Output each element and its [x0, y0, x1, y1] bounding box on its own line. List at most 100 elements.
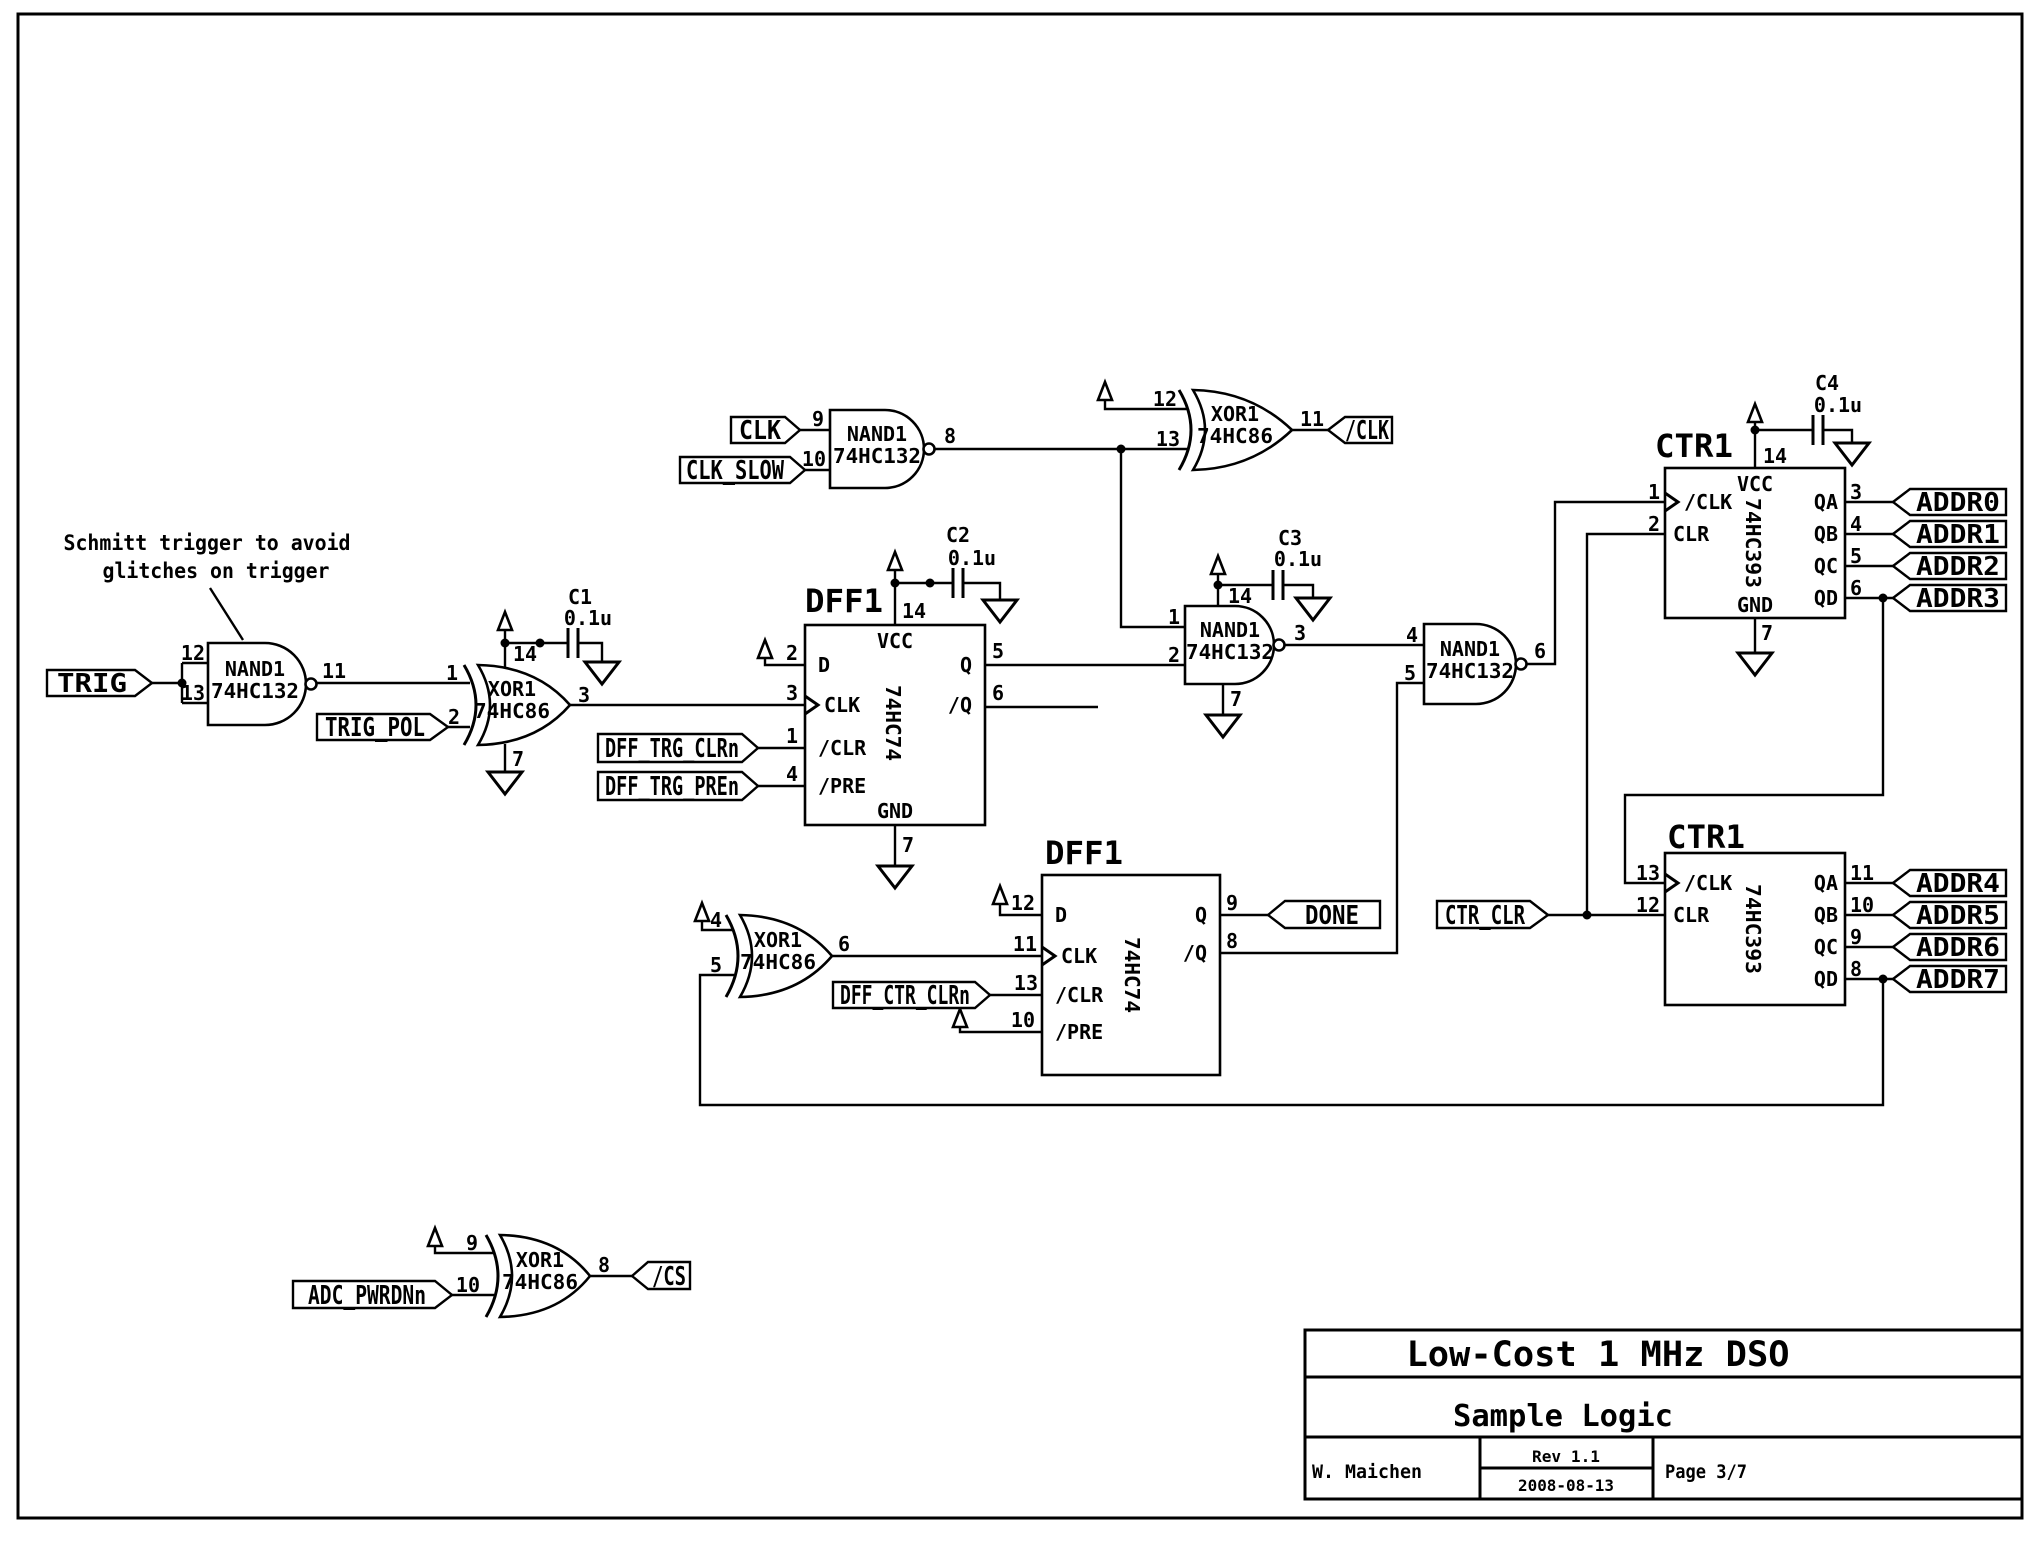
net-label-done: DONE: [1266, 899, 1382, 931]
ic-pin-label: QC: [1814, 554, 1838, 578]
inverter-bubble-icon: [922, 442, 936, 456]
pin-number: 7: [512, 747, 524, 771]
pin-number: 8: [1226, 929, 1238, 953]
wire: [1527, 500, 1665, 666]
output-flag-icon: [1891, 868, 2008, 898]
ic-pin-label: GND: [1737, 593, 1773, 617]
pin-number: 5: [1404, 661, 1416, 685]
vcc-arrow-icon: [1746, 400, 1764, 424]
pin-number: 10: [1011, 1008, 1035, 1032]
pin-number: 14: [1763, 444, 1787, 468]
junction-dot: [925, 578, 935, 588]
net-label-clk-slow: CLK_SLOW: [678, 455, 807, 486]
capacitor-value: 0.1u: [948, 546, 996, 570]
vcc-arrow-icon: [1209, 552, 1227, 576]
title-block: Low-Cost 1 MHz DSO Sample Logic W. Maich…: [1303, 1328, 2024, 1501]
capacitor-icon: [1271, 570, 1285, 600]
pin-number: 10: [802, 447, 826, 471]
capacitor-icon: [951, 568, 965, 598]
ic-dff-trigger: DFF1 74HC74 VCC GND D CLK /CLR /PRE Q /Q…: [786, 582, 1004, 857]
input-flag-icon: [45, 668, 154, 698]
wire: [800, 428, 830, 472]
net-label-addr3: ADDR3: [1891, 583, 2008, 614]
net-label-text: /CLK: [1345, 416, 1389, 446]
net-label-text: ADDR2: [1916, 552, 2000, 582]
ic-part: 74HC393: [1741, 498, 1765, 588]
date: 2008-08-13: [1518, 1476, 1614, 1495]
annotation-leader-line: [208, 587, 245, 641]
pin-number: 2: [1168, 643, 1180, 667]
ic-pin-label: /Q: [1183, 941, 1207, 965]
net-label-adc-pwrdnn: ADC_PWRDNn: [291, 1279, 454, 1311]
gate-xor-trigger: XOR1 74HC86 1 2 3 14 7: [446, 642, 590, 771]
ic-pin-label: D: [818, 653, 830, 677]
ic-pin-label: Q: [1195, 903, 1207, 927]
ic-ref: CTR1: [1655, 427, 1733, 465]
output-flag-icon: [1891, 583, 2008, 613]
input-flag-icon: [1435, 899, 1551, 930]
pin-number: 8: [944, 424, 956, 448]
wire: [1845, 881, 1893, 981]
capacitor-value: 0.1u: [1814, 393, 1862, 417]
ic-pin-label: QD: [1814, 967, 1838, 991]
ic-pin-label: QB: [1814, 522, 1838, 546]
ground-icon: [484, 770, 526, 797]
pin-number: 13: [1636, 861, 1660, 885]
net-label-text: TRIG_POL: [325, 713, 425, 743]
pin-number: 3: [1850, 480, 1862, 504]
capacitor-ref: C2: [946, 523, 970, 547]
pin-number: 3: [1294, 621, 1306, 645]
ic-pin-label: GND: [877, 799, 913, 823]
ic-body: [803, 623, 987, 827]
net-label-addr2: ADDR2: [1891, 551, 2008, 582]
input-flag-icon: [596, 732, 760, 764]
inverter-bubble-icon: [1272, 638, 1286, 652]
ic-pin-label: QA: [1814, 871, 1838, 895]
wire: [958, 1027, 1042, 1034]
pin-number: 1: [786, 724, 798, 748]
ic-part: 74HC74: [1120, 937, 1144, 1013]
annotation-line1: Schmitt trigger to avoid: [64, 531, 351, 555]
output-flag-icon: [630, 1260, 692, 1291]
capacitor-c3: C3 0.1u: [1271, 526, 1322, 600]
sheet-title: Sample Logic: [1453, 1399, 1673, 1434]
pin-number: 3: [786, 681, 798, 705]
ic-pin-label: /PRE: [818, 774, 866, 798]
wire: [433, 1246, 494, 1255]
ic-pin-label: VCC: [1737, 472, 1773, 496]
pin-number: 9: [1850, 925, 1862, 949]
pin-number: 4: [1850, 512, 1862, 536]
pin-number: 5: [992, 639, 1004, 663]
net-label-text: DFF_CTR_CLRn: [840, 981, 970, 1011]
pin-number: 6: [992, 681, 1004, 705]
ground-icon: [979, 598, 1021, 625]
pin-number: 4: [786, 762, 798, 786]
xor-gate-arc-icon: [462, 664, 478, 746]
xor-gate-icon: [475, 663, 572, 747]
clock-wedge-icon: [1664, 872, 1681, 894]
pin-number: 1: [1168, 605, 1180, 629]
author: W. Maichen: [1312, 1461, 1422, 1483]
vcc-arrow-icon: [426, 1224, 444, 1248]
gate-ref: NAND1: [1200, 618, 1260, 642]
capacitor-ref: C1: [568, 585, 592, 609]
ic-ref: CTR1: [1667, 818, 1745, 856]
clock-wedge-icon: [1664, 491, 1681, 513]
gate-xor-counter: XOR1 74HC86 4 5 6: [710, 908, 850, 999]
net-label-text: ADDR1: [1916, 520, 2000, 550]
wire: [1845, 500, 1893, 600]
ic-counter-low: CTR1 74HC393 VCC GND /CLK CLR QA QB QC Q…: [1648, 427, 1862, 645]
ic-pin-label: QA: [1814, 490, 1838, 514]
net-label-text: TRIG: [57, 669, 127, 699]
ic-ref: DFF1: [805, 582, 883, 620]
net-label-addr4: ADDR4: [1891, 868, 2008, 899]
wire: [763, 658, 805, 667]
xor-gate-icon: [1190, 388, 1294, 472]
vcc-arrow-icon: [991, 882, 1009, 906]
pin-number: 2: [1648, 512, 1660, 536]
annotation-line2: glitches on trigger: [103, 559, 330, 583]
pin-number: 7: [1230, 687, 1242, 711]
net-label-text: CLK_SLOW: [686, 456, 784, 486]
